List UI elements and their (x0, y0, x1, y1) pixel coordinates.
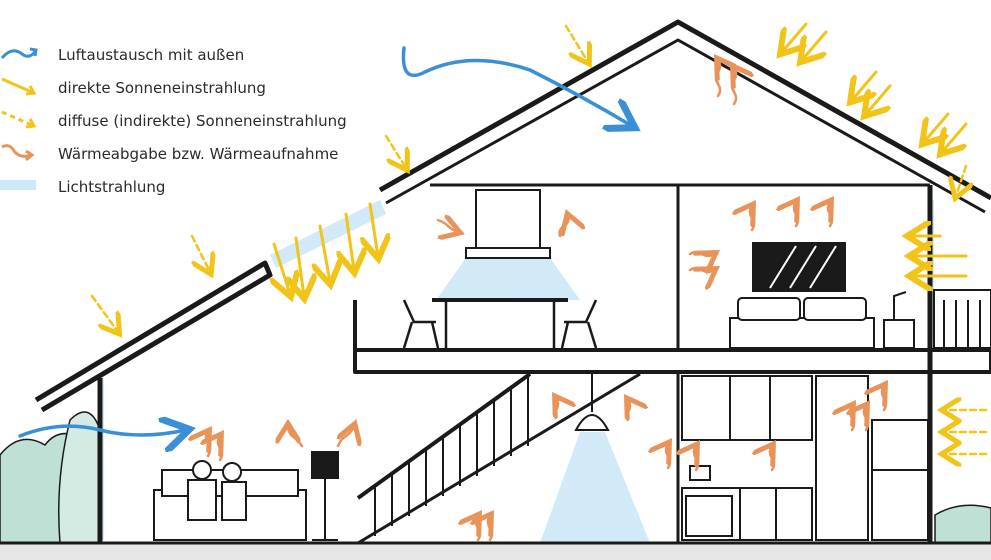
stair-balusters (374, 377, 529, 536)
person-left-head (192, 460, 212, 480)
upper-sofa (729, 291, 915, 349)
main-roof-inner (385, 38, 986, 214)
chair-right (560, 299, 598, 349)
right-bush (934, 504, 991, 544)
legend-item-air: Luftaustausch mit außen (0, 40, 420, 73)
legend-item-diffuse-sun: diffuse (indirekte) Sonneneinstrahlung (0, 106, 420, 139)
dining-set (402, 298, 598, 350)
ground (0, 543, 991, 560)
legend-item-light: Lichtstrahlung (0, 172, 420, 205)
main-roof-left (378, 19, 991, 201)
television (752, 242, 846, 292)
direct-sun-arrows (274, 22, 968, 296)
legend-label: diffuse (indirekte) Sonneneinstrahlung (58, 112, 347, 130)
yellow-solid-arrow-icon (1, 77, 37, 96)
balcony-railing (933, 289, 991, 349)
stair-stringer (356, 372, 532, 500)
mezzanine-floor (353, 348, 991, 374)
air-exchange-arrows (18, 46, 632, 436)
hood-light-beam (436, 258, 580, 300)
person-right-head (222, 462, 242, 482)
living-room-couch (153, 460, 307, 541)
left-tree (58, 411, 101, 544)
legend-label: direkte Sonneneinstrahlung (58, 79, 266, 97)
pendant-light-beam (540, 432, 650, 543)
diffuse-sun-arrows (90, 24, 988, 454)
legend-label: Wärmeabgabe bzw. Wärmeaufnahme (58, 145, 339, 163)
light-beam-icon (0, 180, 36, 190)
legend-label: Lichtstrahlung (58, 178, 166, 196)
person-right-body (221, 481, 247, 521)
legend-item-direct-sun: direkte Sonneneinstrahlung (0, 73, 420, 106)
range-hood (465, 189, 551, 259)
legend-label: Luftaustausch mit außen (58, 46, 245, 64)
skylight-beam (270, 200, 386, 268)
kitchen (681, 375, 929, 541)
legend: Luftaustausch mit außen direkte Sonnenei… (0, 40, 420, 205)
blue-curved-arrow-icon (0, 47, 38, 59)
house-outline (0, 19, 991, 545)
air-arrow-left (18, 426, 186, 436)
person-left-body (187, 479, 217, 521)
lower-roof (34, 260, 273, 413)
yellow-dashed-arrow-icon (1, 110, 37, 129)
floor-lamp (311, 451, 339, 541)
pendant-lamp (574, 372, 610, 431)
air-arrow-roof (401, 46, 632, 126)
chair-left (402, 299, 440, 349)
orange-wavy-arrow-icon (1, 144, 35, 162)
legend-item-heat: Wärmeabgabe bzw. Wärmeaufnahme (0, 139, 420, 172)
heat-arrows (206, 60, 886, 542)
